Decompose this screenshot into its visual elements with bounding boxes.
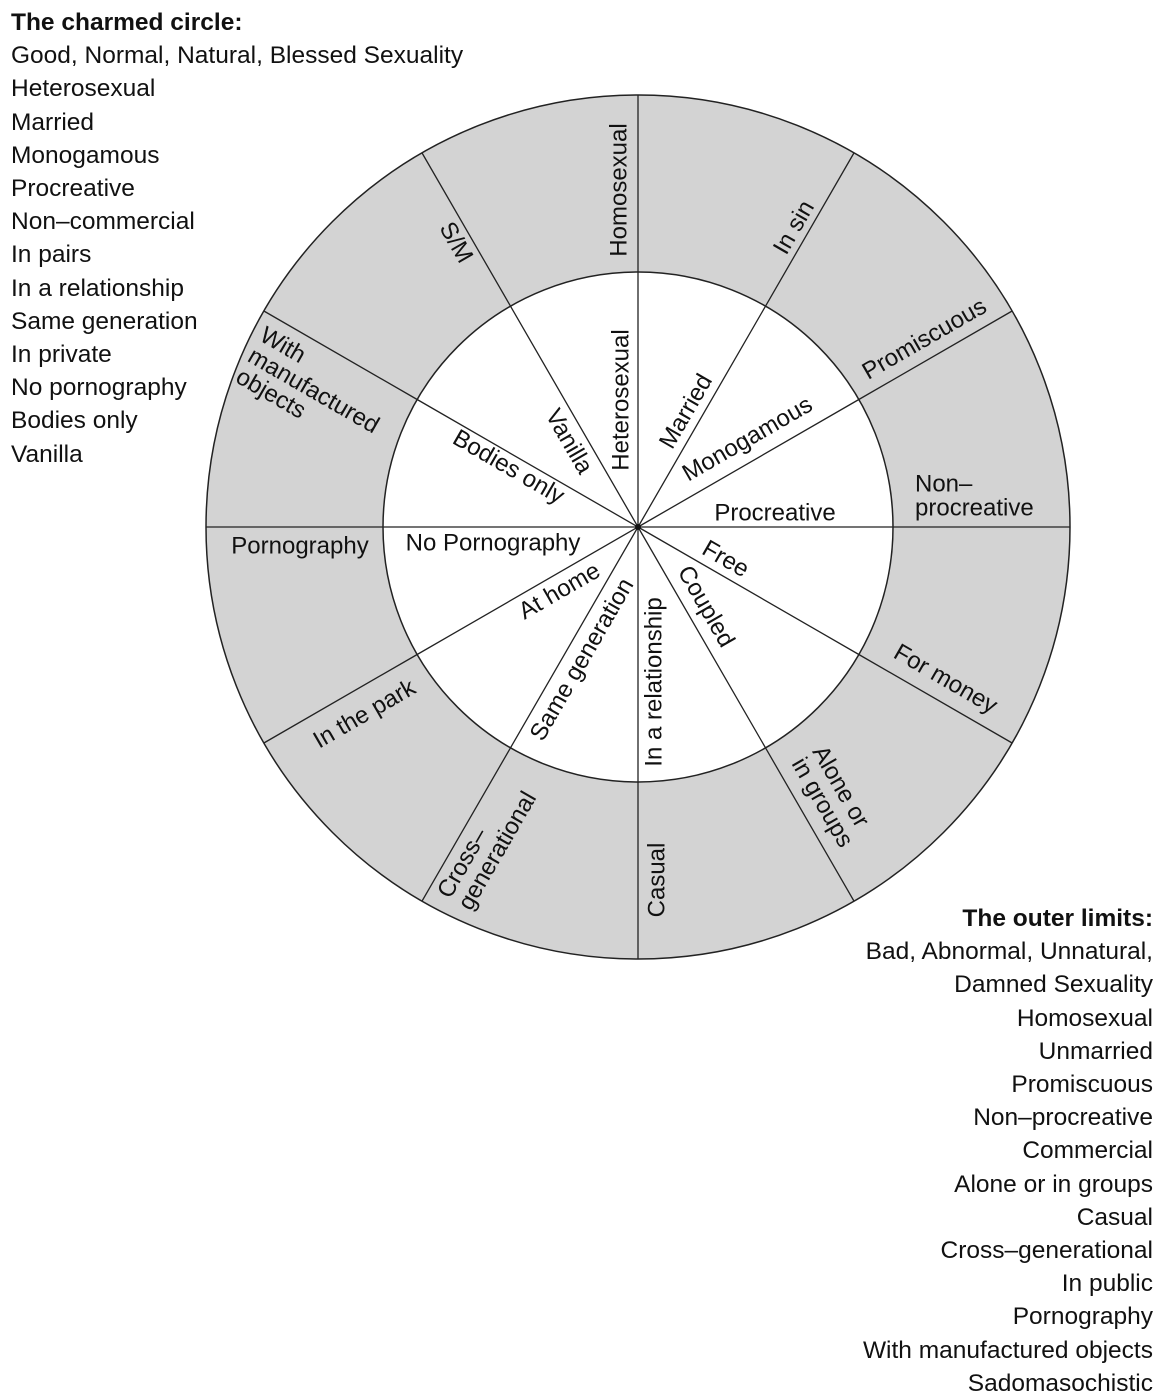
outer-limits-legend: The outer limits: Bad, Abnormal, Unnatur… — [863, 902, 1153, 1400]
outer-label-line: Pornography — [231, 532, 368, 559]
outer-divider — [858, 653, 1013, 744]
outer-divider — [263, 653, 418, 744]
outer-item: Promiscuous — [1011, 1071, 1153, 1099]
charmed-item: Same generation — [11, 307, 198, 335]
outer-item: Damned Sexuality — [954, 971, 1153, 999]
charmed-circle-legend: The charmed circle: Good, Normal, Natura… — [11, 6, 463, 471]
outer-label: Non–procreative — [915, 470, 1034, 521]
inner-divider — [637, 526, 767, 749]
outer-item: Unmarried — [1038, 1037, 1153, 1065]
inner-label: In a relationship — [640, 597, 667, 766]
outer-limits-title: The outer limits: — [962, 905, 1153, 932]
outer-item: Homosexual — [1016, 1004, 1153, 1032]
charmed-item: Monogamous — [11, 141, 160, 169]
outer-item: Cross–generational — [940, 1237, 1153, 1265]
outer-item: Casual — [1076, 1203, 1153, 1231]
inner-divider — [637, 526, 860, 656]
outer-label-line: Casual — [643, 843, 670, 918]
inner-label: Procreative — [714, 499, 835, 526]
outer-divider — [421, 152, 512, 307]
inner-divider — [509, 526, 639, 749]
charmed-item: Good, Normal, Natural, Blessed Sexuality — [11, 42, 464, 70]
charmed-item: Procreative — [11, 175, 135, 203]
inner-divider — [416, 398, 639, 528]
inner-label: No Pornography — [406, 529, 581, 556]
charmed-item: Bodies only — [11, 407, 138, 435]
outer-divider — [858, 310, 1013, 401]
outer-label: Homosexual — [605, 123, 632, 256]
outer-label: Casual — [643, 843, 670, 918]
center-dot — [635, 524, 641, 530]
outer-item: Sadomasochistic — [967, 1369, 1153, 1397]
outer-item: In public — [1061, 1270, 1153, 1298]
outer-item: Pornography — [1012, 1303, 1153, 1331]
outer-item: Commercial — [1022, 1137, 1153, 1165]
outer-divider — [764, 152, 855, 307]
outer-label-line: Non– — [915, 470, 973, 497]
charmed-item: Vanilla — [11, 440, 83, 468]
charmed-item: Married — [11, 108, 95, 136]
outer-item: With manufactured objects — [862, 1336, 1153, 1364]
outer-item: Non–procreative — [973, 1104, 1153, 1132]
outer-label-line: Homosexual — [605, 123, 632, 256]
outer-item: Bad, Abnormal, Unnatural, — [865, 938, 1153, 966]
outer-item: Alone or in groups — [954, 1170, 1153, 1198]
outer-divider — [764, 747, 855, 902]
charmed-item: In pairs — [11, 241, 92, 269]
inner-divider — [509, 305, 639, 528]
inner-divider — [637, 305, 767, 528]
charmed-item: No pornography — [11, 374, 187, 402]
outer-divider — [421, 747, 512, 902]
inner-divider — [416, 526, 639, 656]
charmed-circle-title: The charmed circle: — [11, 9, 243, 36]
outer-label-line: procreative — [915, 494, 1034, 521]
inner-divider — [637, 398, 860, 528]
outer-label: Pornography — [231, 532, 368, 559]
inner-label: Heterosexual — [607, 329, 634, 470]
charmed-item: Non–commercial — [11, 208, 195, 236]
charmed-item: In a relationship — [11, 274, 184, 302]
charmed-item: In private — [11, 341, 112, 369]
charmed-item: Heterosexual — [11, 75, 156, 103]
outer-divider — [263, 310, 418, 401]
